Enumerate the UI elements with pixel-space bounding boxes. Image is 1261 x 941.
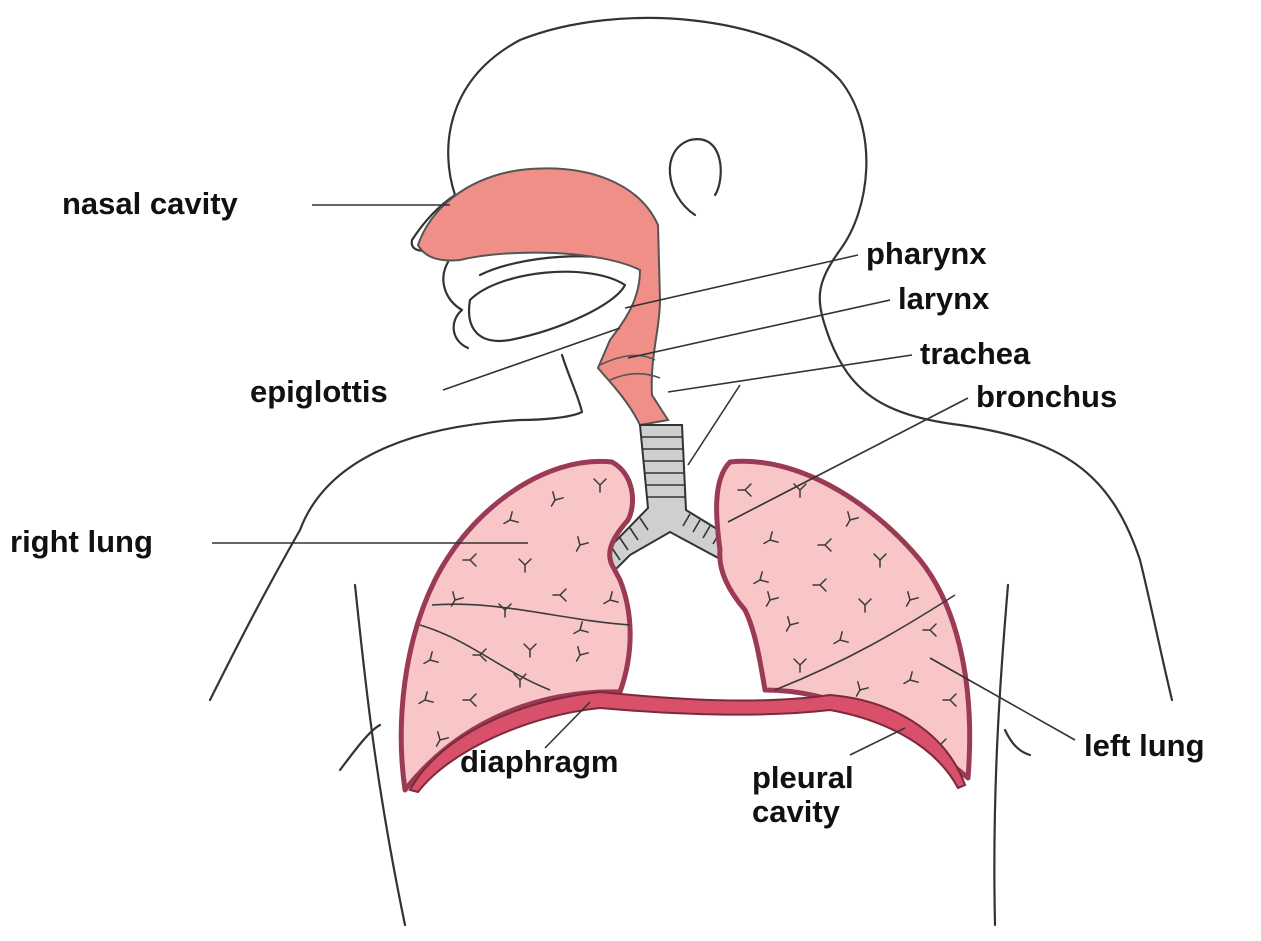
alveoli-marks — [418, 478, 957, 753]
right-lung — [398, 458, 636, 793]
alveolus-mark — [858, 598, 872, 613]
bronchus-leader — [727, 397, 969, 523]
alveolus-mark — [550, 491, 564, 507]
label-left-lung: left lung — [1084, 728, 1205, 763]
label-pharynx: pharynx — [866, 236, 987, 271]
trachea-leader-1 — [667, 354, 913, 393]
upper-airway — [416, 167, 670, 427]
torso-right-outline — [993, 583, 1010, 927]
alveolus-mark — [873, 553, 887, 568]
alveolus-mark — [785, 616, 799, 632]
right-lung-shape — [398, 458, 636, 793]
nasal-cavity-shape — [416, 167, 670, 427]
alveolus-mark — [513, 673, 527, 688]
torso-left-arm-outline — [338, 723, 382, 772]
label-larynx: larynx — [898, 281, 990, 316]
alveolus-mark — [855, 681, 869, 697]
torso-right-arm-outline — [1003, 728, 1032, 757]
label-bronchus: bronchus — [976, 379, 1117, 414]
tongue-outline — [467, 270, 627, 343]
mouth-detail — [442, 255, 642, 350]
alveolus-mark — [462, 553, 477, 567]
head-outline — [447, 16, 1174, 702]
right-lung-fissure — [419, 603, 631, 691]
labels: nasal cavity pharynx larynx trachea bron… — [10, 186, 1205, 829]
alveolus-mark — [793, 658, 807, 673]
alveolus-mark — [472, 648, 487, 662]
larynx-leader — [627, 299, 891, 359]
pharynx-leader — [624, 254, 859, 309]
pleural-cavity-leader — [849, 727, 906, 756]
alveolus-mark — [763, 531, 779, 545]
diaphragm-group — [408, 690, 967, 794]
alveolus-mark — [737, 483, 752, 497]
alveolus-mark — [575, 646, 589, 662]
neck-left-outline — [208, 353, 584, 702]
alveolus-mark — [435, 731, 449, 747]
alveolus-mark — [462, 693, 477, 707]
torso-left-outline — [353, 583, 407, 927]
ear-outline — [668, 138, 722, 217]
alveolus-mark — [845, 511, 859, 527]
label-nasal-cavity: nasal cavity — [62, 186, 239, 221]
larynx-detail — [599, 354, 661, 381]
alveolus-mark — [903, 671, 919, 685]
label-trachea: trachea — [920, 336, 1031, 371]
leader-lines — [212, 204, 1076, 756]
label-right-lung: right lung — [10, 524, 153, 559]
diaphragm-shape — [408, 690, 967, 794]
alveolus-mark — [833, 631, 849, 645]
trachea-leader-2 — [687, 384, 741, 466]
diaphragm-leader — [544, 701, 591, 749]
label-pleural-cavity-line1: pleural — [752, 760, 854, 795]
label-epiglottis: epiglottis — [250, 374, 388, 409]
left-lung-fissure — [774, 594, 956, 691]
label-diaphragm: diaphragm — [460, 744, 618, 779]
body-outline — [208, 16, 1174, 927]
alveolus-mark — [418, 691, 434, 705]
alveolus-mark — [817, 538, 832, 552]
alveolus-mark — [423, 651, 439, 665]
left-lung-leader — [929, 657, 1076, 741]
alveolus-mark — [942, 693, 957, 707]
alveolus-mark — [922, 623, 937, 637]
alveolus-mark — [450, 591, 464, 607]
alveolus-mark — [905, 591, 919, 607]
lips-outline — [442, 260, 470, 350]
alveolus-mark — [765, 591, 779, 607]
alveolus-mark — [503, 511, 519, 525]
alveolus-mark — [573, 621, 589, 635]
alveolus-mark — [498, 603, 512, 618]
alveolus-mark — [575, 536, 589, 552]
alveolus-mark — [518, 558, 532, 573]
alveolus-mark — [603, 591, 619, 605]
label-pleural-cavity-line2: cavity — [752, 794, 841, 829]
alveolus-mark — [593, 478, 607, 493]
epiglottis-leader — [442, 327, 621, 391]
alveolus-mark — [523, 643, 537, 658]
alveolus-mark — [753, 571, 769, 585]
alveolus-mark — [812, 578, 827, 592]
alveolus-mark — [552, 588, 567, 602]
